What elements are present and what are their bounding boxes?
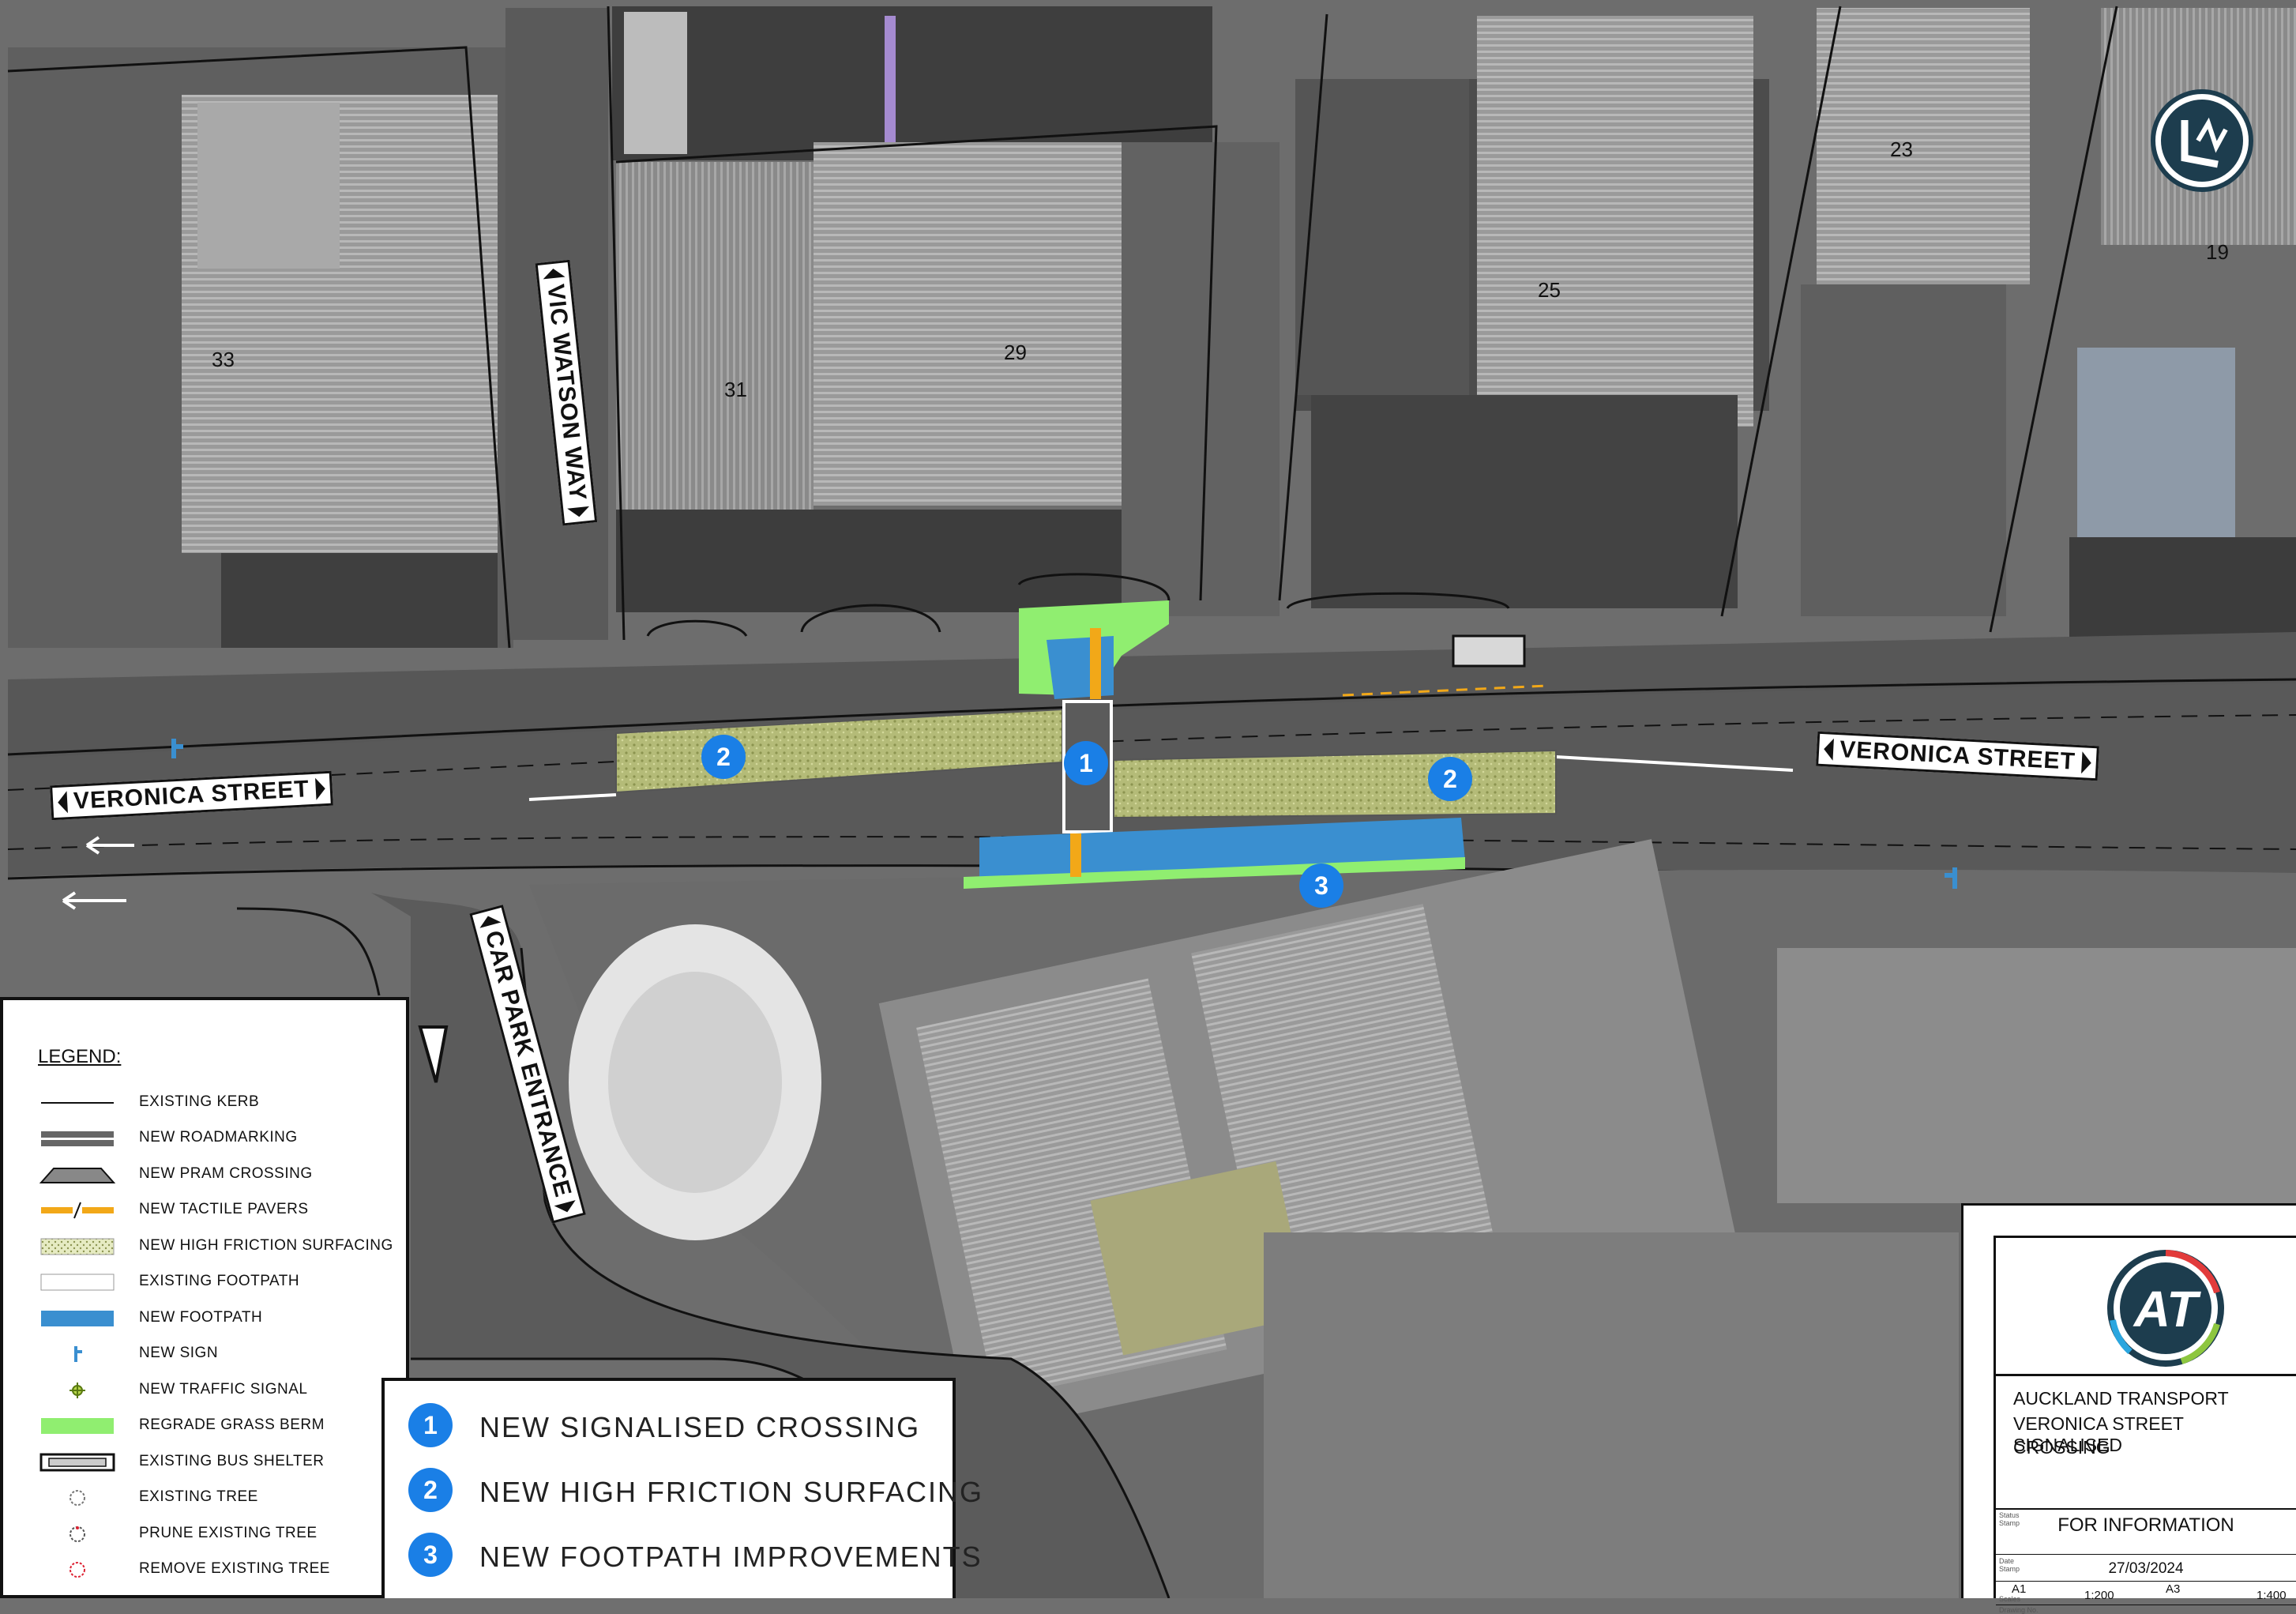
lot-number-25: 25 — [1538, 278, 1561, 302]
legend-label: EXISTING KERB — [139, 1093, 260, 1110]
legend-label: NEW PRAM CROSSING — [139, 1165, 313, 1182]
legend-item: REGRADE GRASS BERM — [38, 1413, 401, 1437]
north-arrow-icon[interactable] — [2151, 89, 2253, 192]
note-marker: 2 — [408, 1468, 453, 1512]
giveway-triangle — [418, 1025, 449, 1083]
building-north-top — [612, 6, 1212, 160]
legend-item: REMOVE EXISTING TREE — [38, 1557, 401, 1581]
title-block: AT AUCKLAND TRANSPORT VERONICA STREET SI… — [1961, 1203, 2296, 1614]
car-park-entrance-road — [371, 893, 1169, 1598]
prune-tree-icon — [70, 1526, 85, 1542]
lot-number-19: 19 — [2206, 240, 2229, 264]
legend-item: NEW TRAFFIC SIGNAL — [38, 1378, 401, 1401]
legend-label: EXISTING FOOTPATH — [139, 1273, 300, 1289]
legend-item: EXISTING BUS SHELTER — [38, 1450, 401, 1473]
legend-item: EXISTING TREE — [38, 1485, 401, 1509]
legend-title: LEGEND: — [38, 1046, 122, 1067]
sign-west — [171, 739, 183, 758]
north-footpath-new — [1047, 636, 1114, 699]
legend-label: NEW ROADMARKING — [139, 1129, 298, 1146]
project-title-line1: VERONICA STREET SIGNALISED — [2013, 1413, 2184, 1455]
status-caption: Status Stamp — [1999, 1511, 2020, 1527]
tree-icon — [70, 1490, 85, 1506]
legend-item: EXISTING FOOTPATH — [38, 1270, 401, 1293]
map-marker-1-crossing[interactable]: 1 — [1064, 741, 1108, 785]
existing-footpath-icon — [40, 1274, 115, 1291]
north-tactile — [1090, 628, 1101, 699]
legend-label: NEW TACTILE PAVERS — [139, 1201, 309, 1217]
lot-number-33: 33 — [212, 348, 235, 371]
note-marker: 1 — [408, 1403, 453, 1447]
legend-label: NEW HIGH FRICTION SURFACING — [139, 1237, 393, 1254]
legend-item: NEW TACTILE PAVERS — [38, 1198, 401, 1221]
sheet-size-a1: A1 — [2012, 1582, 2027, 1596]
legend-item: NEW FOOTPATH — [38, 1306, 401, 1330]
lot-number-29: 29 — [1004, 340, 1027, 364]
legend-label: REGRADE GRASS BERM — [139, 1416, 325, 1433]
legend-label: NEW SIGN — [139, 1345, 219, 1361]
bus-shelter — [1452, 634, 1526, 668]
high-friction-east — [1113, 749, 1557, 819]
remove-tree-icon — [70, 1562, 85, 1578]
tactile-pavers-icon — [41, 1202, 114, 1219]
scale-a3: 1:400 — [2257, 1589, 2287, 1602]
note-marker: 3 — [408, 1533, 453, 1577]
building-lot-23 — [1817, 8, 2030, 284]
sign-icon — [74, 1346, 82, 1362]
legend-item: EXISTING KERB — [38, 1090, 401, 1114]
legend-label: REMOVE EXISTING TREE — [139, 1560, 330, 1577]
at-logo: AT — [2107, 1250, 2224, 1367]
south-tactile — [1070, 833, 1081, 877]
sheet-size-a3: A3 — [2166, 1582, 2181, 1596]
legend-item: PRUNE EXISTING TREE — [38, 1522, 401, 1545]
org-name: AUCKLAND TRANSPORT — [2013, 1388, 2229, 1409]
legend-label: NEW TRAFFIC SIGNAL — [139, 1381, 308, 1398]
high-friction-icon — [40, 1238, 115, 1255]
note-text: NEW HIGH FRICTION SURFACING — [479, 1476, 983, 1508]
building-lot-31 — [616, 162, 814, 510]
notes-panel: 1 NEW SIGNALISED CROSSING 2 NEW HIGH FRI… — [381, 1378, 982, 1598]
pram-crossing-icon — [39, 1168, 116, 1183]
note-item: 2 NEW HIGH FRICTION SURFACING — [408, 1468, 982, 1515]
scale-a1: 1:200 — [2084, 1589, 2114, 1602]
sign-east — [1945, 867, 1957, 889]
new-footpath-icon — [41, 1311, 114, 1326]
logo-text: AT — [2133, 1281, 2201, 1337]
map-marker-2-west[interactable]: 2 — [701, 735, 746, 779]
project-title-line2: CROSSING — [2013, 1437, 2110, 1458]
scales-caption: Scales — [1999, 1595, 2021, 1603]
legend-item: NEW HIGH FRICTION SURFACING — [38, 1234, 401, 1258]
title-block-inner: AT AUCKLAND TRANSPORT VERONICA STREET SI… — [1993, 1236, 2296, 1614]
grass-berm-icon — [41, 1418, 114, 1434]
status-stamp: FOR INFORMATION — [2057, 1514, 2234, 1536]
lot-number-31: 31 — [724, 378, 747, 401]
date-stamp: 27/03/2024 — [2108, 1560, 2184, 1577]
legend-item: NEW SIGN — [38, 1341, 401, 1365]
drawing-no-caption: Drawing No. — [1999, 1606, 2039, 1614]
legend-label: EXISTING TREE — [139, 1488, 258, 1505]
kerb-line-icon — [41, 1102, 114, 1104]
roadmarking-icon — [41, 1131, 114, 1146]
south-berm-regrade — [964, 857, 1465, 889]
building-lot-29 — [814, 142, 1122, 506]
note-text: NEW FOOTPATH IMPROVEMENTS — [479, 1541, 983, 1573]
legend-label: NEW FOOTPATH — [139, 1309, 263, 1326]
legend-label: PRUNE EXISTING TREE — [139, 1525, 318, 1541]
map-marker-3-footpath[interactable]: 3 — [1299, 863, 1343, 908]
date-caption: Date Stamp — [1999, 1557, 2020, 1573]
legend-item: NEW PRAM CROSSING — [38, 1162, 401, 1186]
bus-shelter-icon — [39, 1453, 115, 1472]
legend-item: NEW ROADMARKING — [38, 1126, 401, 1149]
legend-label: EXISTING BUS SHELTER — [139, 1453, 325, 1469]
traffic-signal-icon — [70, 1383, 85, 1398]
map-marker-2-east[interactable]: 2 — [1428, 757, 1472, 801]
note-item: 1 NEW SIGNALISED CROSSING — [408, 1403, 953, 1450]
note-text: NEW SIGNALISED CROSSING — [479, 1411, 921, 1443]
legend-panel: LEGEND: EXISTING KERB NEW ROADMARKING NE… — [0, 997, 409, 1598]
lot-number-23: 23 — [1890, 137, 1913, 161]
note-item: 3 NEW FOOTPATH IMPROVEMENTS — [408, 1533, 981, 1580]
